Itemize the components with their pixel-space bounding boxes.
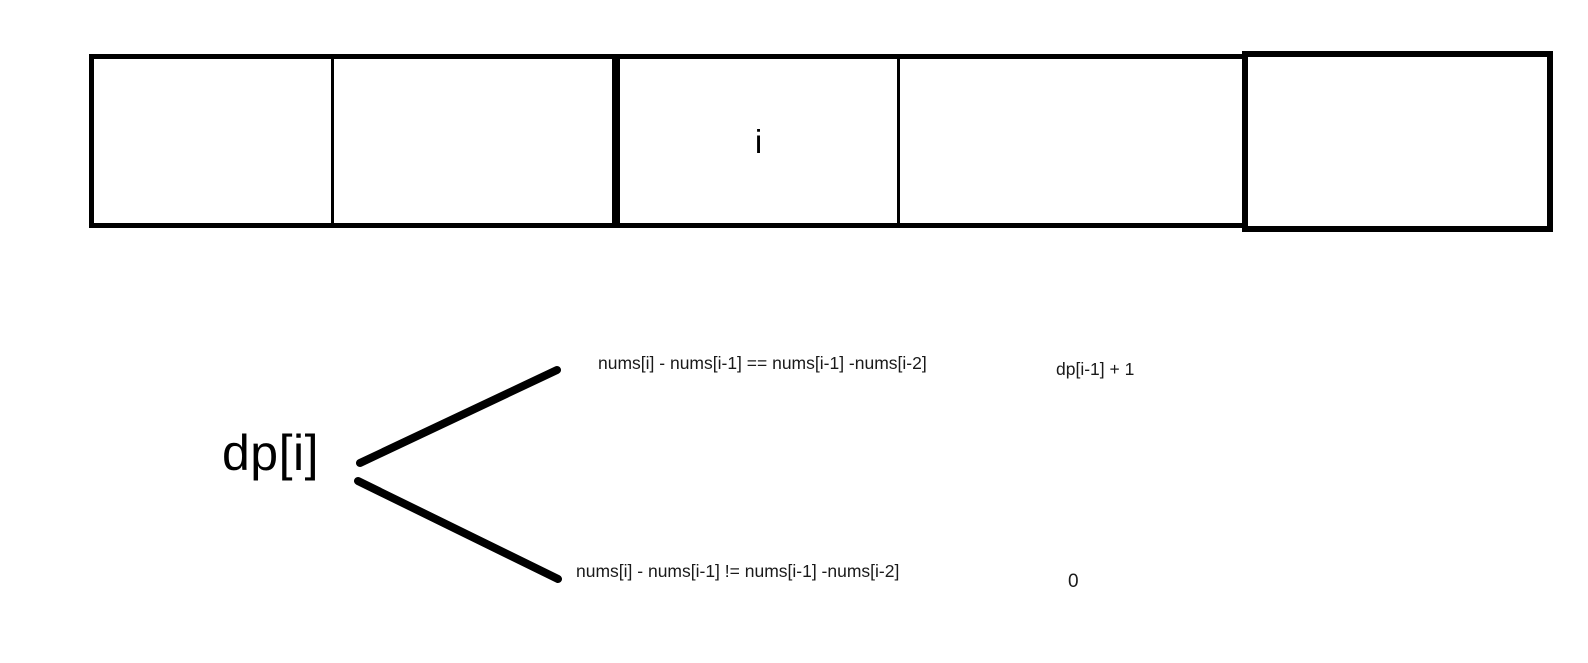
branch-case-1-condition: nums[i] - nums[i-1] != nums[i-1] -nums[i… xyxy=(576,561,900,581)
branch-case-0-condition: nums[i] - nums[i-1] == nums[i-1] -nums[i… xyxy=(598,353,927,373)
branch-case-0-result: dp[i-1] + 1 xyxy=(1056,359,1135,379)
array-cell-4 xyxy=(1242,51,1553,232)
branch-root-label: dp[i] xyxy=(222,425,320,481)
branch-line-lower xyxy=(354,477,562,583)
array-cell-2: i xyxy=(612,54,900,228)
array-strip: i xyxy=(0,0,1588,260)
branch-diagram: dp[i] nums[i] - nums[i-1] == nums[i-1] -… xyxy=(0,300,1588,663)
array-cell-3 xyxy=(897,54,1246,228)
array-cell-1 xyxy=(331,54,616,228)
array-cell-0 xyxy=(89,54,334,228)
branch-line-upper xyxy=(356,366,561,467)
branch-case-1-result: 0 xyxy=(1068,571,1079,592)
array-cell-2-label: i xyxy=(754,122,763,160)
